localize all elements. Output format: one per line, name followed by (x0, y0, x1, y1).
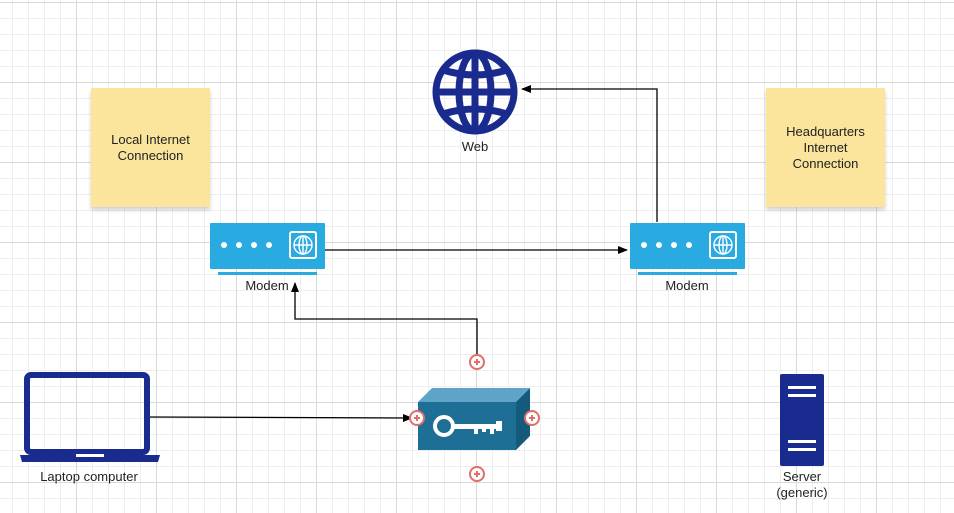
sticky-note-hq[interactable]: Headquarters Internet Connection (766, 88, 885, 207)
connection-point-right[interactable] (524, 410, 540, 426)
connection-point-left[interactable] (409, 410, 425, 426)
connection-point-top[interactable] (469, 354, 485, 370)
modem-left-icon[interactable] (210, 223, 325, 275)
firewall-key-icon[interactable] (418, 388, 530, 450)
modem-left-label: Modem (245, 278, 289, 293)
globe-icon[interactable] (430, 48, 520, 138)
sticky-note-local-text: Local Internet Connection (111, 131, 190, 163)
connector-firewall-to-modem (291, 282, 478, 354)
server-icon[interactable] (780, 374, 824, 466)
connector-modem-to-web (521, 85, 658, 222)
web-label: Web (461, 139, 489, 154)
laptop-label: Laptop computer (40, 469, 138, 484)
connector-laptop-to-firewall (147, 413, 413, 422)
modem-right-label: Modem (665, 278, 709, 293)
connection-point-bottom[interactable] (469, 466, 485, 482)
sticky-note-hq-text: Headquarters Internet Connection (786, 123, 865, 171)
laptop-icon[interactable] (18, 372, 162, 468)
sticky-note-local[interactable]: Local Internet Connection (91, 88, 210, 207)
modem-right-icon[interactable] (630, 223, 745, 275)
server-label: Server (generic) (776, 469, 828, 500)
